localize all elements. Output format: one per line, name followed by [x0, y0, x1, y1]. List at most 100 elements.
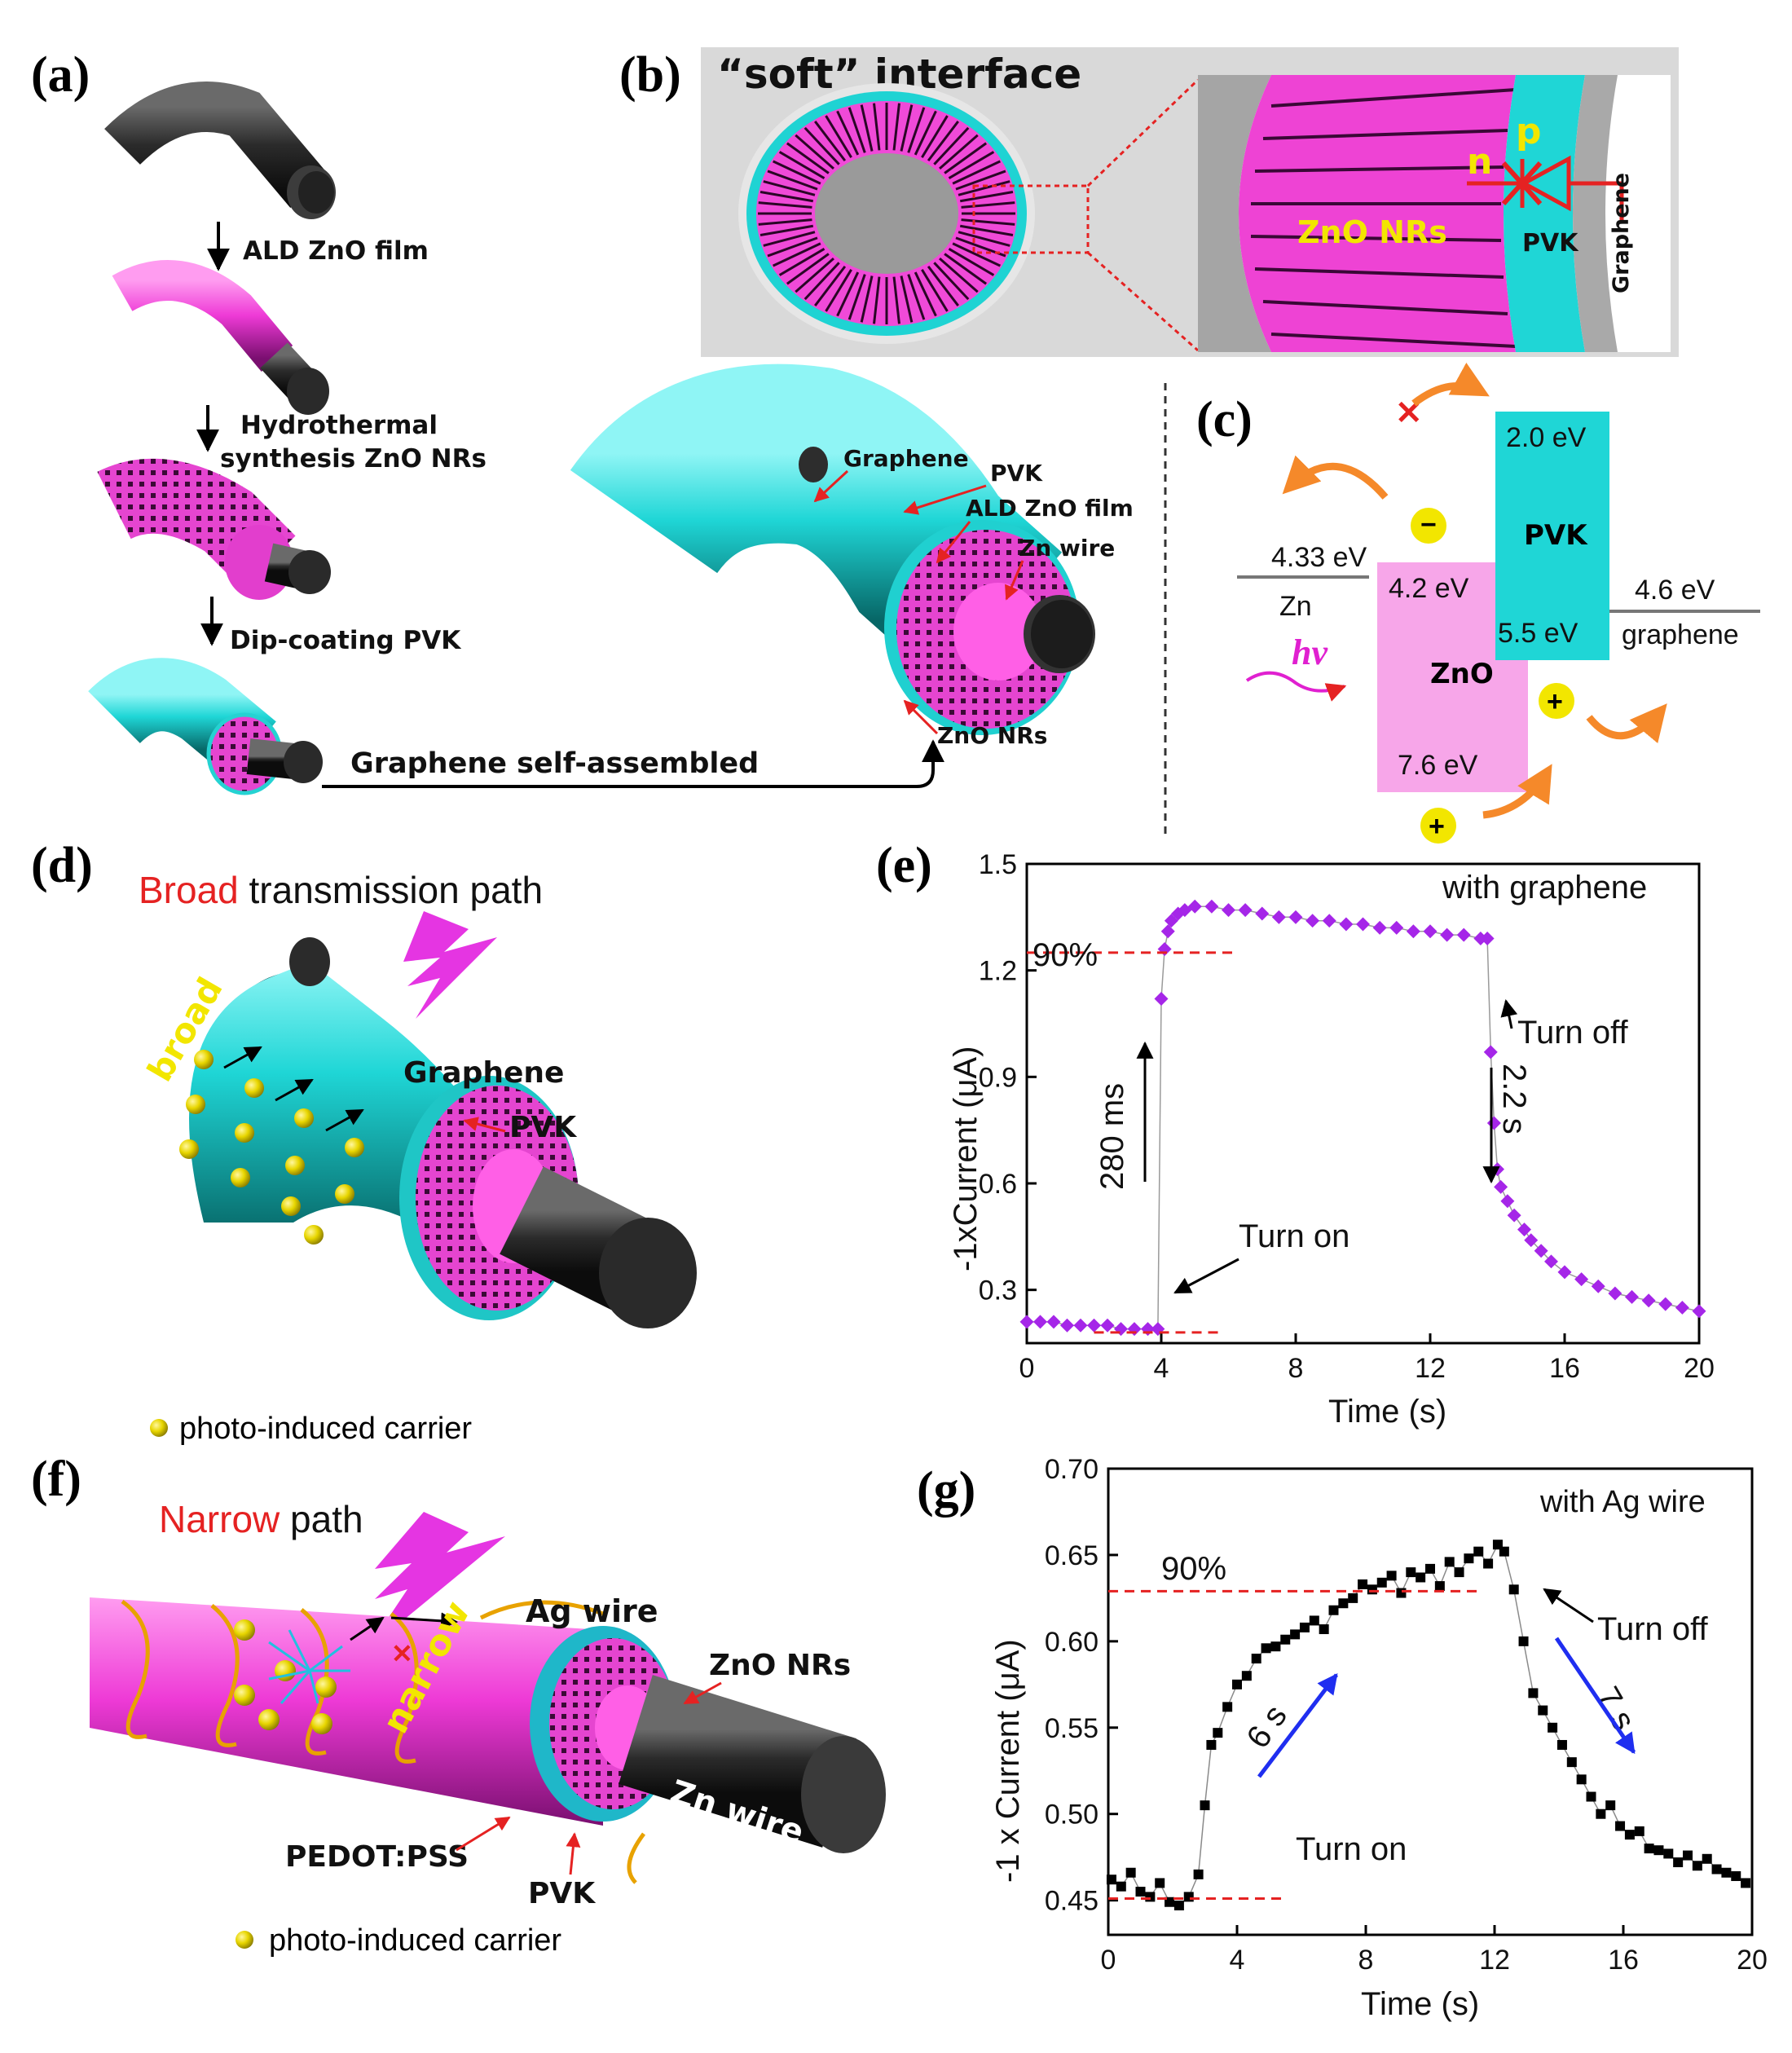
y-axis-label-g: -1 x Current (μA)	[990, 1639, 1026, 1883]
data-point	[1454, 1567, 1464, 1578]
label-pedot: PEDOT:PSS	[285, 1840, 469, 1874]
panel-b: (b) “soft” interface n p	[619, 47, 1679, 357]
data-point	[1106, 1875, 1116, 1885]
hole-sign: +	[1547, 686, 1563, 717]
wire-ald	[112, 260, 329, 415]
data-point	[1741, 1878, 1751, 1888]
x-tick-label: 0	[1019, 1353, 1035, 1384]
data-point	[1721, 1867, 1732, 1878]
data-point	[1204, 899, 1219, 914]
nanorods-inset	[1250, 88, 1517, 348]
data-point	[1557, 1265, 1572, 1280]
data-point	[1534, 1244, 1548, 1258]
data-point	[1444, 1557, 1455, 1567]
data-point	[1556, 1739, 1567, 1750]
data-point	[1200, 1800, 1210, 1811]
zn-level: 4.33 eV	[1271, 542, 1367, 573]
panel-b-label: (b)	[619, 47, 681, 103]
ag-wire-coil	[121, 1599, 646, 1884]
data-point	[1456, 927, 1471, 942]
data-point	[1425, 1563, 1435, 1574]
hole-icon	[1539, 683, 1574, 719]
y-tick-label: 1.2	[979, 956, 1017, 987]
data-point	[1193, 1869, 1204, 1879]
data-point	[1319, 1624, 1329, 1635]
hole-sign: +	[1429, 811, 1445, 842]
data-point	[1692, 1304, 1706, 1319]
data-point	[1440, 927, 1455, 942]
data-point	[1299, 1622, 1310, 1632]
x-tick-label: 16	[1608, 1945, 1639, 1976]
data-point	[1396, 1588, 1407, 1598]
data-point	[1232, 1679, 1242, 1690]
data-point	[1464, 1553, 1474, 1564]
label-graphene: Graphene	[403, 1056, 564, 1090]
x-tick-label: 4	[1154, 1353, 1169, 1384]
data-point	[1160, 924, 1175, 939]
y-tick-label: 0.6	[979, 1169, 1017, 1200]
label-pvk: PVK	[1522, 229, 1579, 258]
carrier-ball	[179, 1139, 199, 1159]
data-point	[1151, 1322, 1165, 1337]
data-point	[1309, 1615, 1319, 1626]
data-point	[1518, 1636, 1529, 1646]
carrier-ball	[231, 1168, 250, 1187]
data-point	[1187, 899, 1202, 914]
y-tick-label: 0.50	[1045, 1800, 1099, 1831]
carrier-ball	[235, 1123, 254, 1143]
data-point	[1517, 1223, 1531, 1237]
data-point	[1406, 1567, 1416, 1578]
data-point	[1544, 1254, 1558, 1269]
data-point	[1222, 1702, 1233, 1712]
wire-pvk	[88, 658, 323, 795]
step-ald: ALD ZnO film	[243, 236, 429, 266]
data-point	[1165, 1897, 1175, 1907]
data-point	[1644, 1844, 1654, 1854]
callout-ald: ALD ZnO film	[966, 495, 1134, 522]
electron-icon	[1411, 508, 1446, 544]
carrier-ball	[304, 1225, 324, 1245]
x-tick-label: 12	[1479, 1945, 1510, 1976]
carrier-arrows	[223, 1046, 364, 1132]
data-point	[1507, 1208, 1521, 1223]
diode-symbol	[1467, 155, 1624, 220]
callout-zn: Zn wire	[1019, 535, 1115, 562]
legend-text: photo-induced carrier	[179, 1412, 472, 1446]
data-point	[1127, 1322, 1142, 1337]
rise-label-g: 6 s	[1239, 1698, 1294, 1755]
carrier-ball	[234, 1619, 255, 1641]
scatter-arrows	[268, 1629, 350, 1704]
cross-section	[738, 83, 1090, 344]
data-point	[1483, 1045, 1498, 1060]
legend-g: with Ag wire	[1539, 1485, 1706, 1519]
panel-e: (e) Time (s) -1xCurrent (μA) with graphe…	[876, 838, 1715, 1430]
data-point	[1238, 903, 1253, 918]
data-point	[1213, 1728, 1223, 1738]
panel-g: (g) Time (s) -1 x Current (μA) with Ag w…	[917, 1454, 1768, 2022]
data-point	[1683, 1850, 1693, 1861]
data-point	[1538, 1705, 1548, 1716]
data-point	[1290, 1629, 1301, 1640]
data-point	[1157, 942, 1172, 957]
panel-a-label: (a)	[31, 47, 90, 103]
label-graphene: Graphene	[1609, 173, 1634, 293]
panel-d: (d) Broad transmission path broad Graphe…	[31, 838, 697, 1446]
data-point	[1653, 1845, 1664, 1856]
panel-d-title: Broad transmission path	[139, 869, 543, 911]
data-point	[1574, 1272, 1589, 1287]
carrier-ball	[285, 1156, 305, 1175]
data-point	[1305, 914, 1320, 928]
y-tick-label: 0.55	[1045, 1713, 1099, 1744]
y-tick-label: 1.5	[979, 849, 1017, 880]
data-point	[1605, 1800, 1616, 1811]
data-point	[1100, 1318, 1115, 1333]
label-pvk: PVK	[509, 1111, 577, 1144]
data-point	[1114, 1322, 1128, 1337]
panel-a: (a) ALD ZnO film Hydrothermal synthesis …	[31, 47, 1134, 795]
hv-label: hv	[1292, 632, 1327, 672]
y-tick-label: 0.70	[1045, 1454, 1099, 1485]
carrier-legend-icon	[150, 1419, 168, 1437]
y-tick-label: 0.60	[1045, 1627, 1099, 1658]
label-p: p	[1516, 111, 1542, 152]
label-pvk: PVK	[528, 1877, 596, 1910]
